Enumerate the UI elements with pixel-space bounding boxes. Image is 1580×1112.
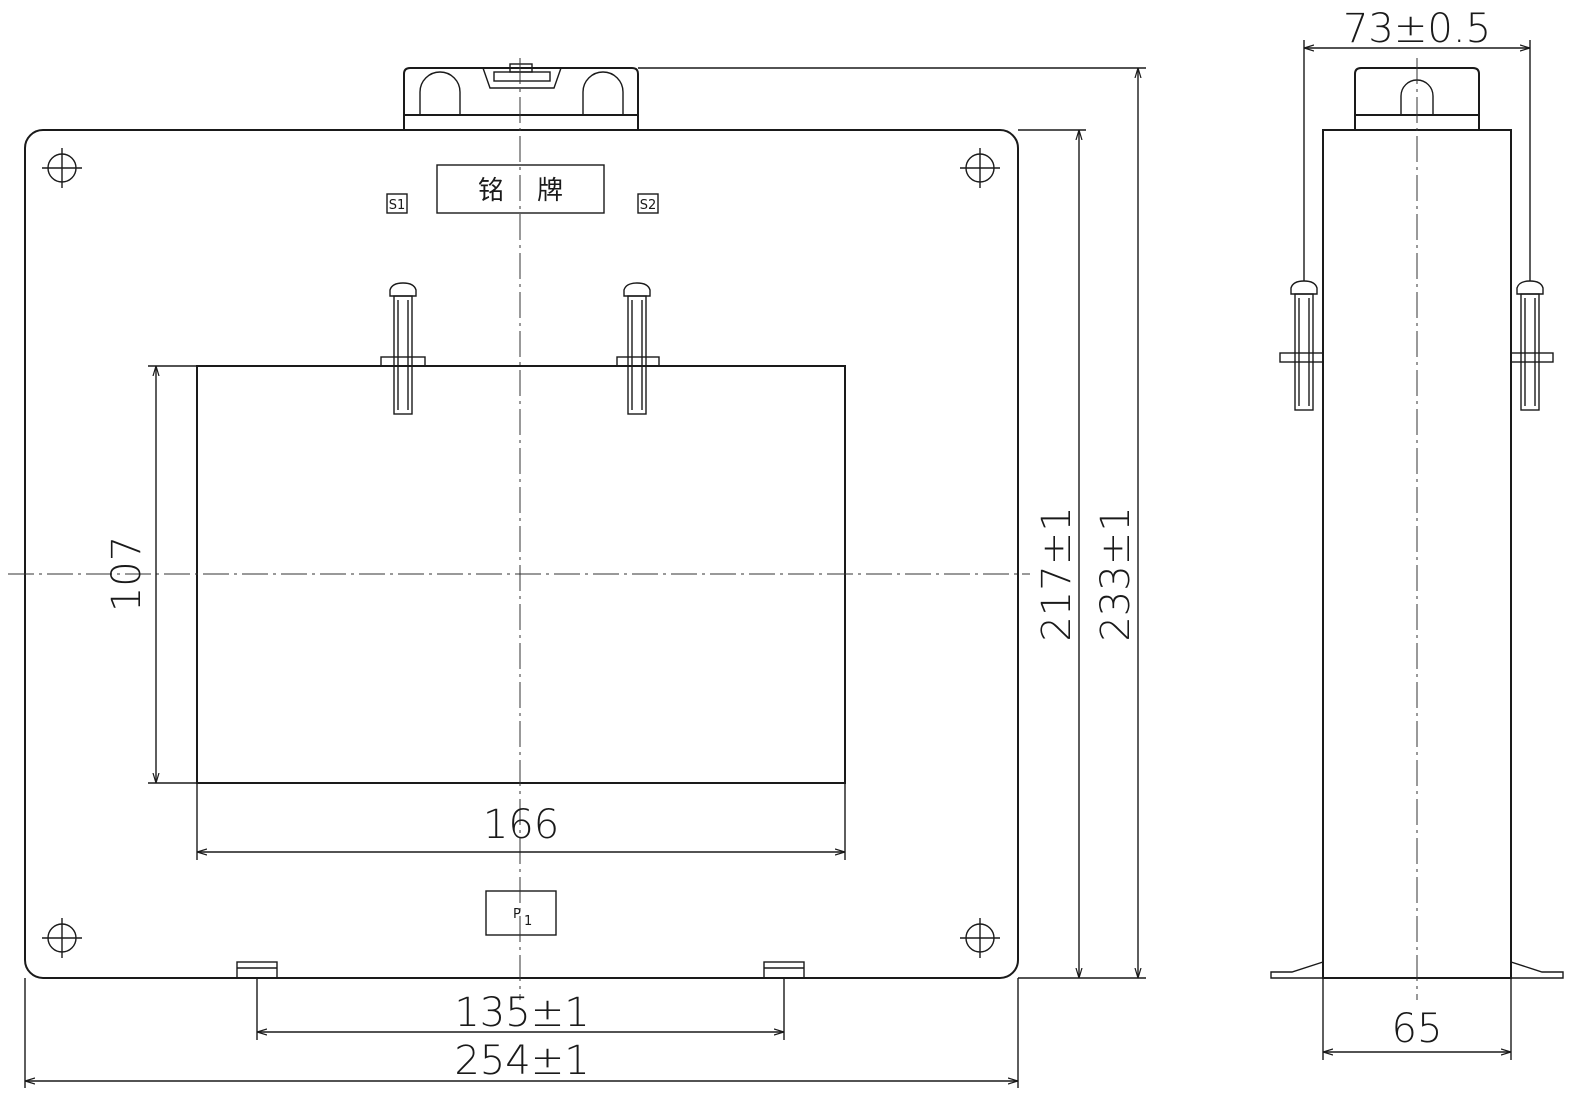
side-screw-right [1510, 280, 1554, 411]
dim-overall-width: 254±1 [24, 978, 1019, 1088]
terminal-label-p1: P 1 [485, 890, 557, 936]
side-foot-right [1510, 961, 1564, 979]
dim-body-height: 217±1 [1018, 129, 1086, 979]
dim-side-top-width: 73±0.5 [1303, 6, 1531, 281]
mounting-hole-br [960, 918, 1000, 958]
svg-text:S2: S2 [640, 198, 657, 213]
side-view: 73±0.5 65 [1270, 6, 1564, 1060]
svg-text:S1: S1 [389, 198, 406, 213]
svg-text:217±1: 217±1 [1034, 506, 1080, 641]
terminal-screw-right [616, 282, 660, 415]
terminal-screw-left [380, 282, 426, 415]
svg-text:233±1: 233±1 [1093, 506, 1139, 641]
mounting-hole-tl [42, 148, 82, 188]
svg-text:254±1: 254±1 [454, 1038, 589, 1084]
svg-text:65: 65 [1392, 1006, 1443, 1052]
mount-foot-right [763, 961, 805, 979]
front-body [24, 129, 1019, 979]
mounting-hole-bl [42, 918, 82, 958]
svg-text:166: 166 [483, 802, 559, 848]
dim-window-width: 166 [196, 783, 846, 860]
svg-text:1: 1 [524, 914, 532, 929]
svg-text:73±0.5: 73±0.5 [1343, 6, 1491, 52]
dim-side-depth: 65 [1322, 978, 1512, 1060]
nameplate-char-1: 铭 [478, 176, 504, 206]
svg-text:107: 107 [104, 536, 150, 612]
mount-foot-left [236, 961, 278, 979]
dim-mount-spacing: 135±1 [256, 978, 785, 1040]
side-screw-left [1279, 280, 1324, 411]
terminal-label-s1: S1 [386, 193, 408, 214]
nameplate-char-2: 牌 [537, 176, 563, 206]
front-view: 铭 牌 S1 S2 [8, 58, 1146, 1088]
dim-total-height: 233±1 [638, 67, 1146, 979]
terminal-label-s2: S2 [637, 193, 659, 214]
side-foot-left [1270, 961, 1324, 979]
svg-text:135±1: 135±1 [454, 990, 589, 1036]
dim-window-height: 107 [104, 365, 197, 784]
mounting-hole-tr [960, 148, 1000, 188]
top-terminal-block [403, 63, 639, 131]
nameplate: 铭 牌 [436, 164, 605, 214]
svg-text:P: P [513, 907, 521, 922]
